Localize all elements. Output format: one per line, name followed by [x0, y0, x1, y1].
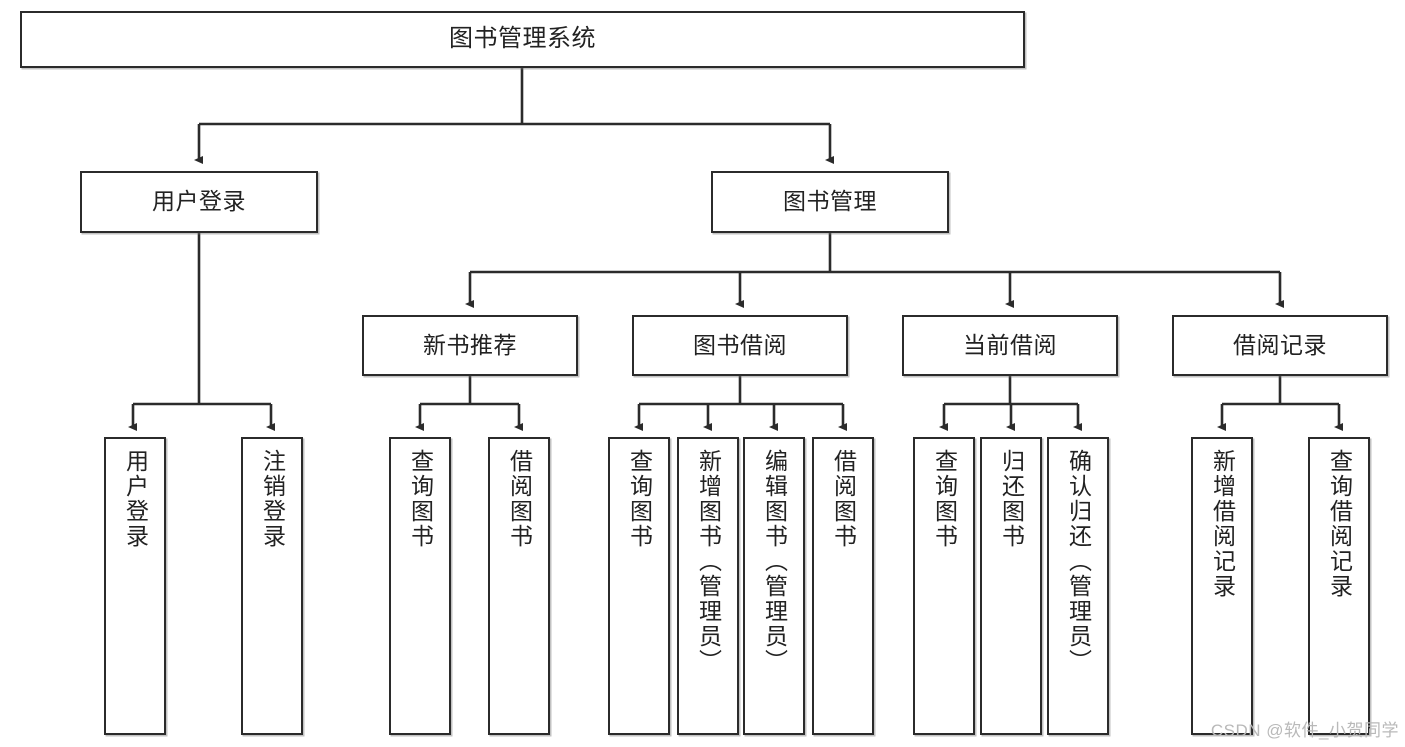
- node-root-book-management-system[interactable]: 图书管理系统: [20, 11, 1025, 68]
- node-label: 图书借阅: [693, 331, 787, 358]
- node-book-management[interactable]: 图书管理: [711, 171, 949, 233]
- node-label: 查询图书: [626, 449, 653, 549]
- node-label: 查询图书: [407, 449, 434, 549]
- node-new-book-recommend[interactable]: 新书推荐: [362, 315, 578, 376]
- leaf-add-borrow-record[interactable]: 新增借阅记录: [1191, 437, 1253, 735]
- leaf-add-book-admin[interactable]: 新增图书（管理员）: [677, 437, 739, 735]
- leaf-confirm-return-admin[interactable]: 确认归还（管理员）: [1047, 437, 1109, 735]
- node-label: 当前借阅: [963, 331, 1057, 358]
- leaf-borrow-book-newbook[interactable]: 借阅图书: [488, 437, 550, 735]
- leaf-query-book-borrow[interactable]: 查询图书: [608, 437, 670, 735]
- node-label: 查询借阅记录: [1326, 449, 1353, 599]
- leaf-query-book-current[interactable]: 查询图书: [913, 437, 975, 735]
- leaf-query-borrow-record[interactable]: 查询借阅记录: [1308, 437, 1370, 735]
- node-borrow-records[interactable]: 借阅记录: [1172, 315, 1388, 376]
- node-label: 编辑图书（管理员）: [761, 449, 788, 674]
- node-label: 归还图书: [998, 449, 1025, 549]
- csdn-watermark: CSDN @软件_小贺同学: [1210, 721, 1399, 740]
- node-label: 用户登录: [152, 188, 246, 215]
- node-user-login[interactable]: 用户登录: [80, 171, 318, 233]
- node-label: 借阅图书: [506, 449, 533, 549]
- node-label: 用户登录: [122, 449, 149, 549]
- leaf-edit-book-admin[interactable]: 编辑图书（管理员）: [743, 437, 805, 735]
- leaf-user-logout[interactable]: 注销登录: [241, 437, 303, 735]
- leaf-return-book[interactable]: 归还图书: [980, 437, 1042, 735]
- node-label: 注销登录: [259, 449, 286, 549]
- node-book-borrow[interactable]: 图书借阅: [632, 315, 848, 376]
- leaf-query-book-newbook[interactable]: 查询图书: [389, 437, 451, 735]
- node-label: 新书推荐: [423, 331, 517, 358]
- node-label: 图书管理系统: [449, 25, 596, 53]
- node-label: 借阅记录: [1233, 331, 1327, 358]
- node-label: 借阅图书: [830, 449, 857, 549]
- node-current-borrow[interactable]: 当前借阅: [902, 315, 1118, 376]
- node-label: 确认归还（管理员）: [1065, 449, 1092, 674]
- node-label: 新增借阅记录: [1209, 449, 1236, 599]
- node-label: 查询图书: [931, 449, 958, 549]
- leaf-borrow-book-borrow[interactable]: 借阅图书: [812, 437, 874, 735]
- node-label: 新增图书（管理员）: [695, 449, 722, 674]
- leaf-user-login[interactable]: 用户登录: [104, 437, 166, 735]
- node-label: 图书管理: [783, 188, 877, 215]
